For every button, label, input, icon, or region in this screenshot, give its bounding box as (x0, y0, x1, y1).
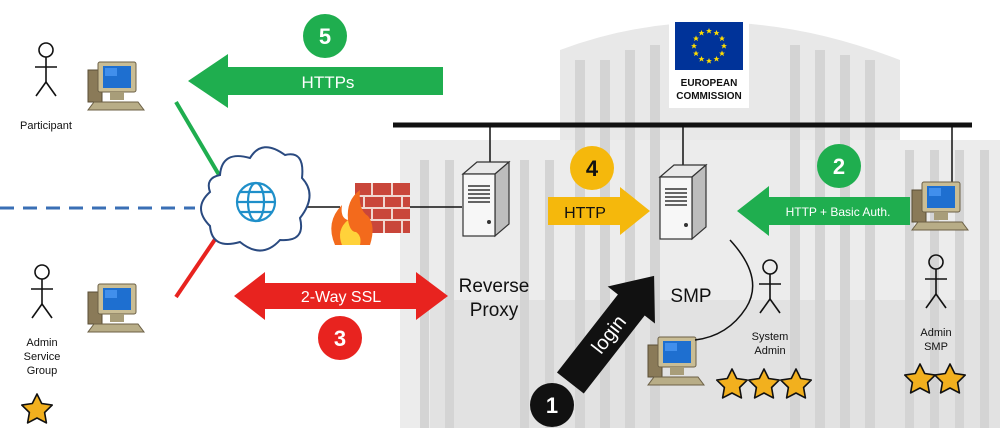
https-arrow-label: HTTPs (302, 73, 355, 92)
step-5-badge: 5 (303, 14, 347, 58)
admin-service-group-label-line-2: Service (24, 351, 61, 363)
step-3-number: 3 (334, 326, 346, 351)
network-bus (393, 122, 972, 183)
internet-cloud (200, 146, 311, 252)
rating-admin-service-group (20, 393, 54, 424)
system-admin-label-line-2: Admin (754, 345, 785, 357)
step-2-badge: 2 (817, 144, 861, 188)
admin-service-group-pc-icon (87, 283, 145, 333)
logo-line-2: COMMISSION (676, 91, 742, 102)
logo-line-1: EUROPEAN (681, 78, 738, 89)
participant-figure-icon (34, 42, 58, 97)
system-admin-label-line-1: System (752, 331, 789, 343)
participant-pc-icon (87, 61, 145, 111)
building-background (400, 22, 1000, 428)
green-link (174, 100, 224, 182)
two-way-ssl-arrow (234, 272, 448, 320)
globe-icon (235, 181, 277, 223)
firewall-icon (331, 183, 410, 245)
http-arrow (548, 187, 650, 235)
admin-service-group-label-line-1: Admin (26, 337, 57, 349)
admin-service-group-label-line-3: Group (27, 365, 58, 377)
https-arrow (188, 54, 443, 108)
step-5-number: 5 (319, 24, 331, 49)
admin-service-group-figure-icon (30, 264, 54, 319)
http-basic-auth-arrow (737, 186, 910, 236)
red-link (174, 233, 220, 299)
reverse-proxy-label-line-2: Proxy (470, 300, 519, 321)
eu-logo: EUROPEAN COMMISSION (669, 18, 749, 108)
smp-label: SMP (670, 286, 711, 307)
step-2-number: 2 (833, 154, 845, 179)
step-4-badge: 4 (570, 146, 614, 190)
step-1-badge: 1 (530, 383, 574, 427)
reverse-proxy-server-icon (462, 161, 510, 237)
step-4-number: 4 (586, 156, 599, 181)
rating-system-admin (715, 368, 813, 399)
http-basic-auth-label: HTTP + Basic Auth. (786, 205, 891, 219)
two-way-ssl-label: 2-Way SSL (301, 289, 381, 306)
admin-smp-label-line-1: Admin (920, 327, 951, 339)
reverse-proxy-label-line-1: Reverse (459, 276, 530, 297)
participant-label: Participant (20, 120, 72, 132)
star-icon (20, 393, 54, 424)
step-1-number: 1 (546, 393, 558, 418)
smp-server-icon (659, 164, 707, 240)
http-arrow-label: HTTP (564, 205, 606, 222)
step-3-badge: 3 (318, 316, 362, 360)
admin-smp-label-line-2: SMP (924, 341, 948, 353)
smp-admin-link (694, 239, 754, 341)
